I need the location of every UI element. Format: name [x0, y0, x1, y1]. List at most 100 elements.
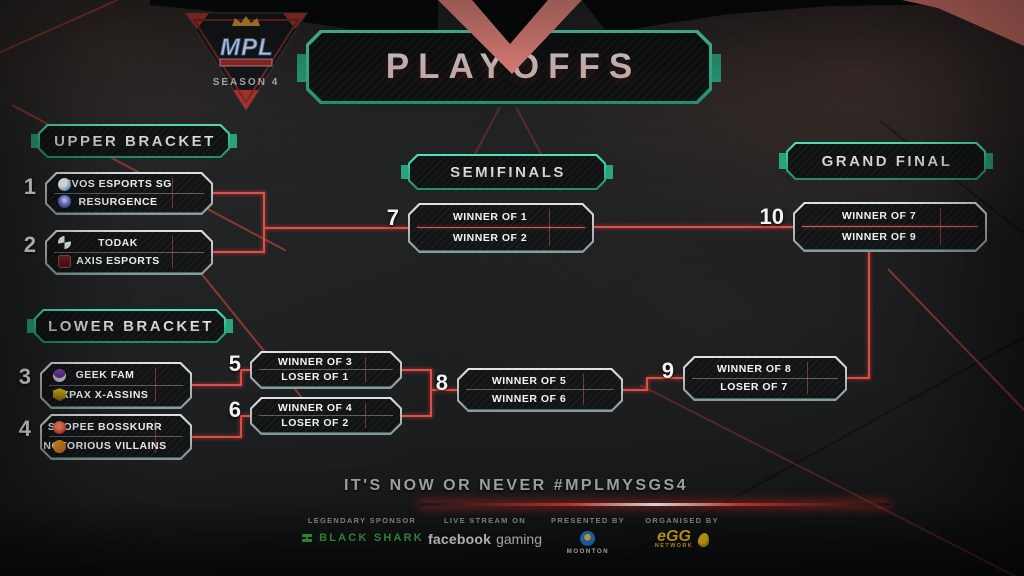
- team-name: WINNER OF 9: [841, 231, 917, 243]
- match-slot: WINNER OF 2: [414, 228, 588, 248]
- team-name: NOTORIOUS VILLAINS: [43, 440, 167, 452]
- bottom-shade: [0, 500, 1024, 576]
- team-name: AXIS ESPORTS: [76, 255, 160, 268]
- match-slot: WINNER OF 5: [463, 372, 617, 389]
- row-divider: [49, 436, 183, 437]
- geek-fam-logo-icon: [53, 369, 66, 382]
- team-name: WINNER OF 6: [491, 392, 567, 405]
- row-divider: [259, 415, 393, 416]
- team-name: LOSER OF 7: [720, 381, 788, 394]
- mpl-logo-triangle: MPL SEASON 4: [183, 12, 309, 112]
- score-divider: [549, 209, 550, 246]
- lower-bracket-header: LOWER BRACKET: [27, 309, 233, 343]
- score-divider: [155, 420, 156, 453]
- row-divider: [466, 389, 614, 390]
- page-title: PLAYOFFS: [306, 30, 712, 104]
- match-2: 2 TODAK AXIS ESPORTS: [24, 230, 213, 275]
- red-diagonal-line: [0, 0, 118, 56]
- sponsor-label: ORGANISED BY: [645, 516, 719, 525]
- match-slot: RESURGENCE: [51, 194, 207, 211]
- match-slot: WINNER OF 4: [256, 401, 396, 415]
- upper-bracket-header: UPPER BRACKET: [31, 124, 237, 158]
- match-number: 7: [386, 205, 399, 230]
- score-divider: [172, 236, 173, 268]
- event-tagline: IT'S NOW OR NEVER #MPLMYSGS4: [343, 477, 689, 494]
- red-diagonal-line: [887, 268, 1024, 464]
- row-divider: [49, 385, 183, 386]
- team-name: RESURGENCE: [78, 195, 158, 208]
- sponsor-facebook-gaming: LIVE STREAM ON facebook gaming: [428, 516, 542, 547]
- score-divider: [807, 362, 808, 394]
- match-7: 7 WINNER OF 1 WINNER OF 2: [387, 203, 594, 253]
- semifinals-header: SEMIFINALS: [401, 154, 613, 190]
- egg-icon: [696, 531, 711, 549]
- match-slot: EVOS ESPORTS SG: [51, 176, 207, 193]
- match-8: 8 WINNER OF 5 WINNER OF 6: [436, 368, 623, 412]
- score-divider: [155, 368, 156, 402]
- red-flare-line: [420, 503, 890, 506]
- team-name: SHOPEE BOSSKURR: [47, 421, 163, 433]
- lower-bracket-title: LOWER BRACKET: [34, 309, 226, 343]
- axis-esports-logo-icon: [58, 255, 71, 268]
- score-divider: [365, 357, 366, 382]
- bracket-connector: [594, 226, 793, 228]
- grand-final-title: GRAND FINAL: [786, 142, 986, 180]
- match-number: 9: [661, 358, 674, 383]
- bracket-connector: [240, 369, 242, 386]
- bracket-connector: [430, 369, 432, 417]
- facebook-wordmark: facebook: [428, 531, 492, 547]
- bracket-connector: [265, 227, 408, 229]
- moonton-icon: [580, 531, 596, 546]
- mpl-logo-text: MPL: [220, 34, 274, 61]
- match-number: 4: [18, 416, 31, 441]
- moonton-wordmark: MOONTON: [566, 549, 610, 555]
- team-name: WINNER OF 7: [841, 210, 917, 222]
- match-number: 10: [759, 204, 784, 229]
- banner-inner: [309, 33, 709, 101]
- match-5: 5 WINNER OF 3 LOSER OF 1: [229, 351, 402, 389]
- match-slot: XPAX X-ASSINS: [46, 386, 186, 405]
- team-name: TODAK: [98, 236, 138, 249]
- match-slot: LOSER OF 1: [256, 370, 396, 384]
- blackshark-icon: [302, 534, 313, 542]
- grand-final-header: GRAND FINAL: [779, 142, 993, 180]
- team-name: WINNER OF 3: [277, 356, 353, 368]
- semifinals-title: SEMIFINALS: [408, 154, 606, 190]
- bracket-connector: [402, 369, 432, 371]
- score-divider: [583, 374, 584, 405]
- match-3: 3 GEEK FAM XPAX X-ASSINS: [19, 362, 192, 409]
- bracket-connector: [648, 377, 683, 379]
- row-divider: [692, 378, 838, 379]
- bracket-connector: [432, 389, 457, 391]
- team-name: GEEK FAM: [75, 369, 135, 382]
- shopee-bosskurr-logo-icon: [53, 421, 66, 434]
- bracket-connector: [240, 415, 242, 438]
- match-9: 9 WINNER OF 8 LOSER OF 7: [662, 356, 847, 401]
- sponsor-blackshark: LEGENDARY SPONSOR BLACK SHARK: [300, 516, 424, 545]
- match-slot: WINNER OF 3: [256, 355, 396, 369]
- resurgence-logo-icon: [58, 195, 71, 208]
- egg-wordmark: eGG: [657, 528, 691, 545]
- xpax-xassins-logo-icon: [53, 388, 66, 401]
- match-1: 1 EVOS ESPORTS SG RESURGENCE: [24, 172, 213, 215]
- score-divider: [172, 178, 173, 208]
- match-slot: GEEK FAM: [46, 366, 186, 385]
- row-divider: [259, 369, 393, 370]
- bracket-connector: [242, 369, 250, 371]
- match-number: 8: [435, 370, 448, 395]
- mpl-season4-logo: MPL SEASON 4: [182, 4, 310, 119]
- team-name: WINNER OF 5: [491, 374, 567, 387]
- upper-bracket-title: UPPER BRACKET: [38, 124, 230, 158]
- bracket-connector: [213, 251, 265, 253]
- match-slot: SHOPEE BOSSKURR: [46, 418, 186, 436]
- match-number: 1: [23, 174, 36, 199]
- todak-logo-icon: [58, 236, 71, 249]
- bracket-connector: [646, 377, 648, 391]
- blackshark-wordmark: BLACK SHARK: [319, 532, 424, 544]
- team-name: WINNER OF 1: [452, 211, 528, 223]
- match-slot: LOSER OF 7: [689, 379, 841, 397]
- sponsor-label: PRESENTED BY: [551, 516, 625, 525]
- match-slot: WINNER OF 6: [463, 390, 617, 407]
- bracket-connector: [192, 384, 242, 386]
- match-slot: WINNER OF 7: [799, 206, 981, 226]
